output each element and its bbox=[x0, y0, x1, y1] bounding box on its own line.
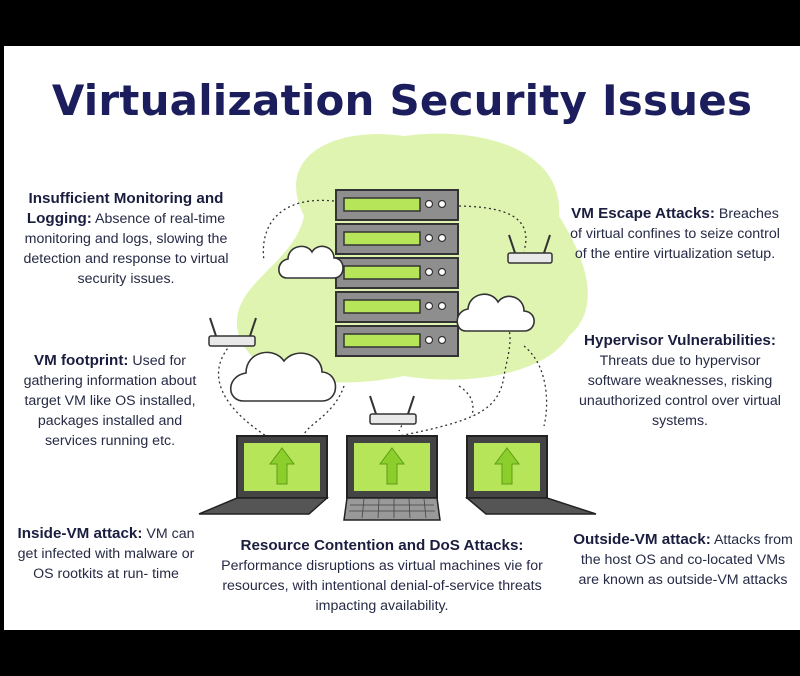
cloud-icon bbox=[278, 245, 344, 279]
up-arrow-icon bbox=[494, 447, 520, 485]
connector-line bbox=[262, 199, 335, 262]
issue-contention: Resource Contention and DoS Attacks: Per… bbox=[218, 536, 546, 616]
server-unit bbox=[335, 257, 459, 289]
issue-heading: Inside-VM attack: bbox=[17, 525, 143, 542]
issue-heading: Insufficient Monitoring and Logging: bbox=[26, 190, 224, 227]
issue-outside-vm: Outside-VM attack: Attacks from the host… bbox=[570, 530, 796, 590]
up-arrow-icon bbox=[269, 447, 295, 485]
server-unit bbox=[335, 223, 459, 255]
issue-body: Performance disruptions as virtual machi… bbox=[221, 558, 543, 614]
issue-vm-escape: VM Escape Attacks: Breaches of virtual c… bbox=[570, 204, 780, 264]
issue-footprint: VM footprint: Used for gathering informa… bbox=[12, 351, 208, 451]
issue-heading: VM Escape Attacks: bbox=[571, 205, 715, 222]
issue-body: Absence of real-time monitoring and logs… bbox=[23, 211, 229, 287]
issue-heading: Resource Contention and DoS Attacks: bbox=[240, 537, 524, 554]
page-title: Virtualization Security Issues bbox=[51, 76, 753, 125]
laptop-icon bbox=[198, 435, 329, 515]
router-icon bbox=[208, 317, 257, 347]
router-icon bbox=[369, 395, 417, 425]
issue-body: Breaches of virtual confines to seize co… bbox=[570, 206, 780, 262]
connector-line bbox=[523, 345, 548, 427]
connector-line bbox=[217, 340, 275, 442]
laptop-icon bbox=[464, 435, 597, 515]
cloud-icon bbox=[456, 293, 535, 332]
cloud-icon bbox=[229, 351, 337, 402]
infographic-canvas: Virtualization Security Issues bbox=[4, 46, 800, 630]
server-unit bbox=[335, 291, 459, 323]
laptop-icon bbox=[343, 435, 441, 521]
connector-line bbox=[453, 205, 527, 252]
router-icon bbox=[507, 234, 553, 264]
issue-body: Threats due to hypervisor software weakn… bbox=[579, 353, 781, 429]
connector-line bbox=[303, 385, 345, 437]
issue-inside-vm: Inside-VM attack: VM can get infected wi… bbox=[8, 524, 204, 584]
issue-heading: Outside-VM attack: bbox=[573, 531, 711, 548]
issue-body: Attacks from the host OS and co-located … bbox=[578, 532, 793, 588]
issue-heading: VM footprint: bbox=[33, 352, 129, 369]
issue-body: Used for gathering information about tar… bbox=[23, 353, 197, 449]
issue-heading: Hypervisor Vulnerabilities: bbox=[584, 332, 776, 349]
server-unit bbox=[335, 189, 459, 221]
server-rack-icon bbox=[335, 189, 459, 357]
illustration bbox=[198, 133, 597, 521]
issue-body: VM can get infected with malware or OS r… bbox=[17, 526, 195, 582]
issue-monitoring: Insufficient Monitoring and Logging: Abs… bbox=[8, 189, 244, 289]
connector-line bbox=[458, 385, 474, 417]
server-unit bbox=[335, 325, 459, 357]
issue-hypervisor: Hypervisor Vulnerabilities: Threats due … bbox=[574, 331, 786, 431]
up-arrow-icon bbox=[379, 447, 405, 485]
